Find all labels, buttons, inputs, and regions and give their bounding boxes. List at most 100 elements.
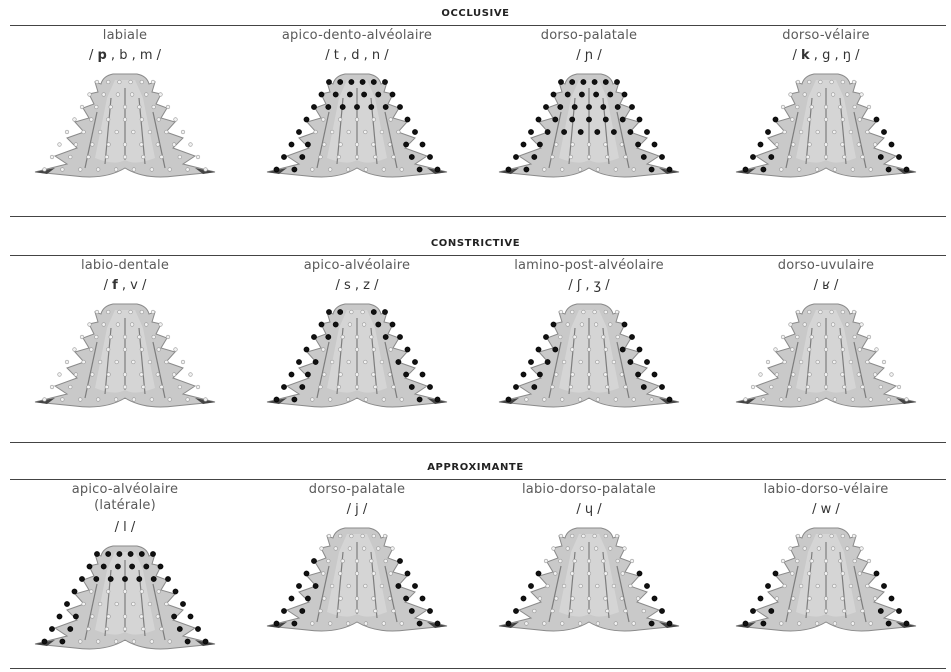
electrode [816,92,821,97]
electrode [318,384,323,390]
electrode [807,533,812,539]
electrode [122,614,128,619]
electrode [577,397,583,402]
articulation-cell: labiale/ p , b , m / [6,28,244,218]
electrode [379,583,384,589]
electrode [586,571,592,576]
electrode-contact [569,116,576,123]
electrode [790,117,795,122]
electrode-contact [382,79,388,85]
electrode [787,384,792,390]
electrode [809,104,814,110]
electrode-contact [281,154,287,160]
electrode [838,558,843,564]
electrode-contact [291,166,298,173]
electrode [874,347,879,352]
electrode [545,583,550,589]
electrode-contact [629,334,635,340]
electrode [791,596,796,601]
electrode-contact [404,570,411,577]
electrode [845,546,850,551]
electrode [878,384,883,390]
electrode [802,546,807,551]
section-title: APPROXIMANTE [427,462,524,473]
electrode-contact [326,309,332,315]
electrode-contact [586,104,592,110]
electrode [81,129,86,135]
electrode [577,167,583,172]
electrode [139,347,144,352]
electrode-contact [305,141,311,148]
electrode [570,347,575,352]
electrode [89,589,94,594]
electrode [850,167,855,172]
electrode [551,546,556,551]
electrode-contact [150,576,157,582]
electrode [379,359,384,365]
electrode [354,334,360,340]
electrode [805,608,810,614]
electrode-contact [404,346,411,353]
electrode [550,608,555,614]
electrode [568,608,573,614]
electrode-contact [552,346,559,353]
electrode [807,117,812,122]
electrode [113,397,119,402]
electrode-contact [619,116,626,123]
electrode [581,533,586,539]
electrode-contact [760,166,767,173]
electrode-contact [873,116,880,123]
electrode [790,571,795,576]
electrode [96,397,101,402]
electrode-contact [412,129,418,135]
electrode [156,589,161,594]
place-sublabel: (latérale) [94,498,156,513]
electrode-contact [395,359,402,365]
electrode-contact [73,613,79,620]
section-bottom-rule [10,216,946,217]
place-label: apico-alvéolaire [71,482,179,497]
electrode [354,117,360,122]
electrode [144,92,149,97]
electrode [605,608,610,614]
electrode [137,334,142,340]
electrode [595,359,600,365]
electrode [139,117,144,122]
electrode [338,142,343,147]
electrode-contact [591,79,598,85]
electrode [326,558,331,564]
electrode-contact [281,384,287,390]
electrode-contact [651,371,658,378]
electrode [614,533,620,539]
electrode-contact [408,154,415,160]
electrode [859,92,864,97]
electrode [81,601,86,607]
electrode [361,546,367,551]
electrode [840,142,845,147]
electrode [313,129,318,135]
electrode [321,117,326,122]
electrode [165,334,171,340]
place-label: dorso-uvulaire [777,258,875,273]
electrode-contact [742,620,749,627]
electrode [829,309,834,315]
electrode-contact [535,570,542,577]
section-bottom-rule [10,668,946,669]
electrode [122,384,128,390]
electrode [595,397,600,402]
electrode-contact [93,576,100,582]
electrode [631,621,636,626]
electrode [349,309,354,315]
electrode-contact [416,166,423,173]
electrode-contact [127,551,134,557]
electrode [388,117,393,122]
electrode [373,608,378,614]
electrode-contact [403,371,409,378]
electrode [106,372,111,377]
electrode [388,571,393,576]
electrode [603,596,608,601]
electrode [558,558,563,564]
place-label: lamino-post-alvéolaire [514,258,664,273]
electrode [620,571,625,576]
electrode [857,571,862,576]
